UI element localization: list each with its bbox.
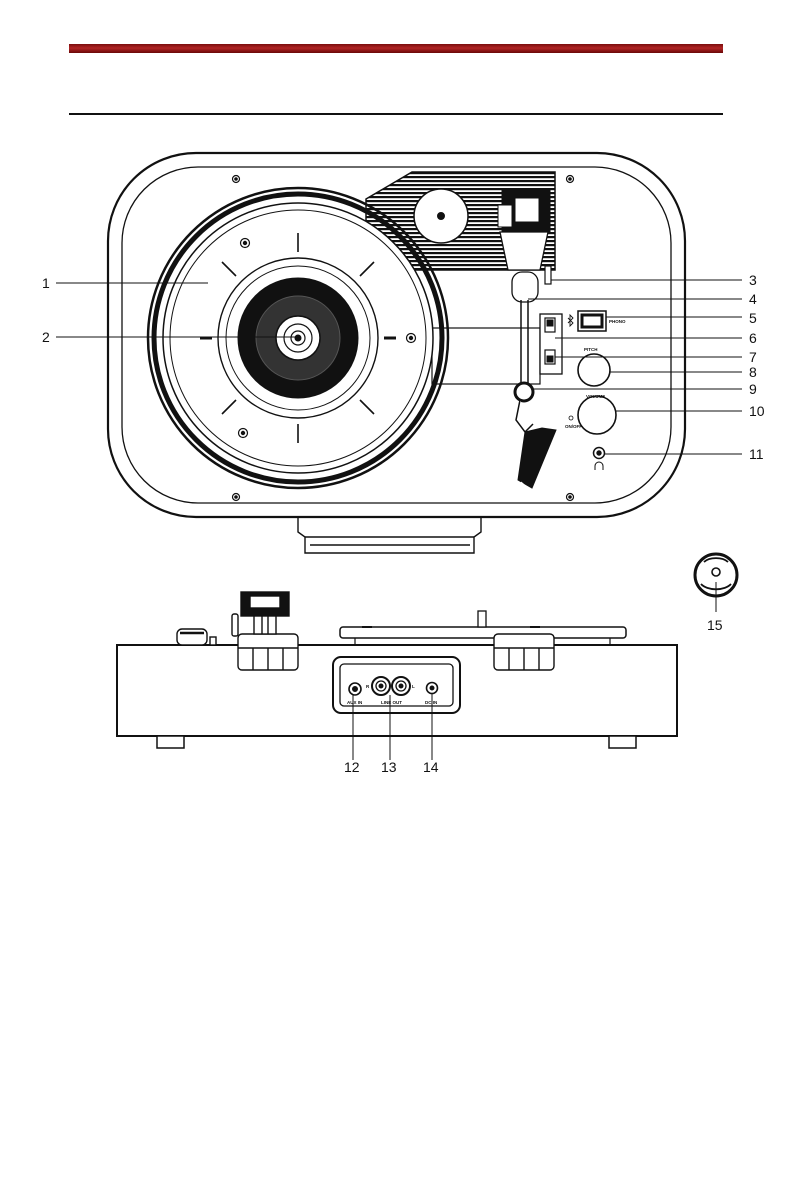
- arm-base-pin: [438, 213, 445, 220]
- onoff-label: ON/OFF: [565, 424, 582, 429]
- dc-in-label: DC IN: [425, 700, 437, 705]
- callout-9: 9: [749, 381, 757, 397]
- callout-5: 5: [749, 310, 757, 326]
- callout-4: 4: [749, 291, 757, 307]
- pitch-label: PITCH: [584, 347, 598, 352]
- callout-14: 14: [423, 759, 439, 775]
- l-label: L: [412, 684, 415, 689]
- power-led: [569, 416, 573, 420]
- arm-rest: [545, 266, 551, 284]
- callout-11: 11: [749, 446, 764, 462]
- callout-7: 7: [749, 349, 757, 365]
- record-adapter: [695, 554, 737, 612]
- line-out-label: LINE OUT: [381, 700, 402, 705]
- callout-10: 10: [749, 403, 765, 419]
- lid-hinge: [298, 517, 481, 553]
- callout-6: 6: [749, 330, 757, 346]
- bluetooth-icon: [568, 315, 573, 326]
- aux-in-label: AUX IN: [347, 700, 362, 705]
- volume-label: VOLUME: [586, 394, 605, 399]
- headphone-icon: [595, 462, 603, 470]
- callout-8: 8: [749, 364, 757, 380]
- front-view: [117, 592, 677, 748]
- callout-12: 12: [344, 759, 360, 775]
- callout-2: 2: [42, 329, 50, 345]
- bluetooth-phono-switch[interactable]: [578, 311, 606, 331]
- callout-13: 13: [381, 759, 397, 775]
- pitch-knob[interactable]: [578, 354, 610, 386]
- callout-3: 3: [749, 272, 757, 288]
- callout-15: 15: [707, 617, 723, 633]
- volume-knob[interactable]: [578, 396, 616, 434]
- top-view: [108, 153, 685, 553]
- phono-label: PHONO: [609, 319, 626, 324]
- callout-1: 1: [42, 275, 50, 291]
